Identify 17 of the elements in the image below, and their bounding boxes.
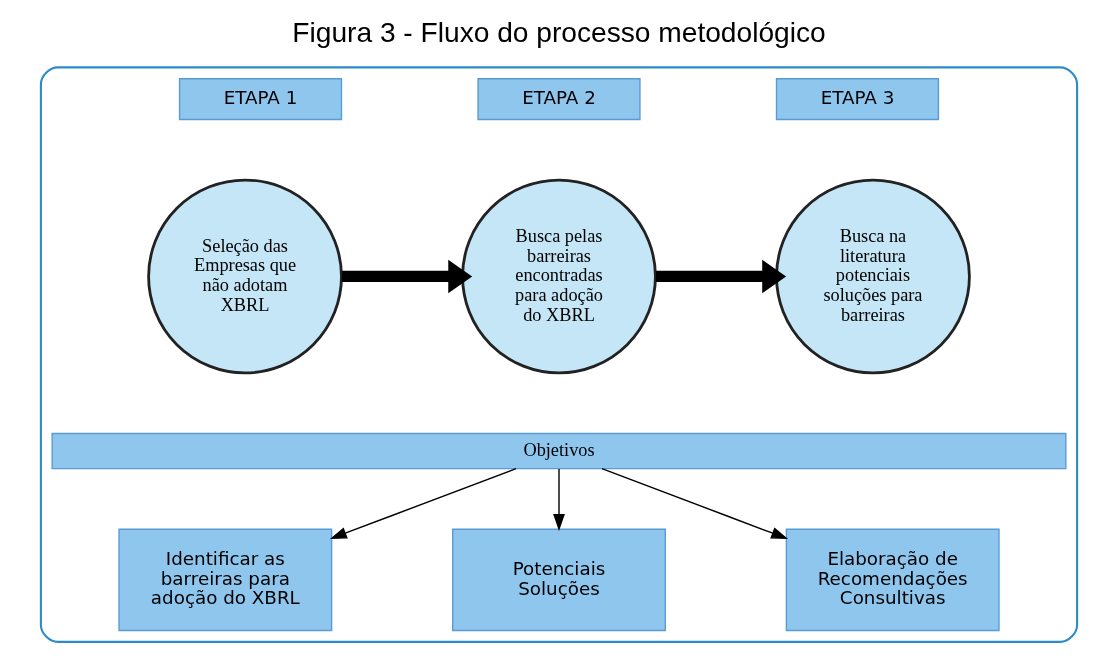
node-box: ETAPA 1 — [178, 77, 342, 121]
node-box: ETAPA 2 — [476, 77, 641, 121]
arrow — [552, 468, 565, 531]
cluster — [39, 66, 1078, 643]
node-circle: Busca pelas barreiras encontradas para adoção do XBRL — [460, 178, 657, 375]
arrow — [329, 468, 517, 539]
arrow — [600, 468, 788, 539]
node-box: ETAPA 3 — [775, 77, 939, 121]
arrow — [341, 259, 472, 294]
node-circle: Seleção das Empresas que não adotam XBRL — [146, 178, 343, 375]
node-box: Potenciais Soluções — [451, 528, 666, 632]
node-box: Identificar as barreiras para adoção do XBRL — [117, 528, 332, 632]
node-box: Elaboração de Recomendações Consultivas — [785, 528, 1000, 632]
node-box: Objetivos — [50, 432, 1067, 470]
arrow — [655, 259, 786, 294]
diagram-title: Figura 3 - Fluxo do processo metodológico — [291, 17, 826, 49]
node-circle: Busca na literatura potenciais soluções para barreiras — [774, 178, 971, 375]
